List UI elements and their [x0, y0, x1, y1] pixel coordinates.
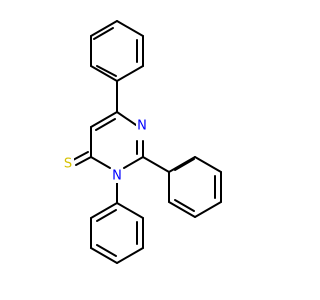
bond-c6-n1: [90, 156, 111, 169]
bond-c6-s-double: [72, 151, 89, 161]
ph3-inner-3: [96, 209, 117, 222]
nitrogen-atom-1: N: [112, 169, 122, 184]
phenyl-ring-top: [90, 20, 144, 113]
bond-n1-c2: [123, 156, 144, 169]
ph3-bond-4: [90, 247, 118, 264]
ph2-bond-1: [168, 156, 196, 173]
ph1-bond-6: [90, 65, 118, 82]
ph3-bond-3: [116, 247, 144, 264]
bond-n3-c4: [116, 111, 137, 126]
atom-label-n3: N: [136, 119, 149, 134]
atom-label-sulfur: S: [62, 157, 74, 172]
ph2-bond-2: [194, 156, 222, 173]
ph1-inner-2: [93, 27, 114, 40]
ph3-bond-6: [90, 202, 118, 219]
nitrogen-atom-3: N: [137, 119, 147, 134]
bond-c6-s: [75, 156, 92, 166]
sulfur-atom: S: [64, 157, 72, 172]
atom-label-n1: N: [111, 169, 124, 184]
ph2-inner-1: [174, 158, 195, 171]
bond-c4-c5: [90, 111, 118, 128]
ph1-inner-3: [96, 65, 117, 77]
ph1-bond-4: [90, 20, 118, 37]
thione-group: [72, 151, 92, 166]
phenyl-ring-right: [142, 156, 222, 218]
phenyl-ring-bottom: [90, 182, 144, 264]
ph3-inner-2: [96, 244, 117, 257]
ph1-bond-1: [116, 65, 144, 82]
ph2-bond-5: [168, 201, 196, 218]
pyrimidine-ring: [90, 111, 144, 169]
bond-c4-c5-inner: [95, 118, 116, 131]
ph2-inner-3: [174, 199, 195, 212]
bond-c2-ph2: [142, 156, 170, 173]
ph3-bond-1: [116, 202, 144, 219]
molecule-diagram: S N N: [62, 20, 222, 264]
ph1-bond-3: [116, 20, 144, 37]
ph2-bond-4: [194, 201, 222, 218]
